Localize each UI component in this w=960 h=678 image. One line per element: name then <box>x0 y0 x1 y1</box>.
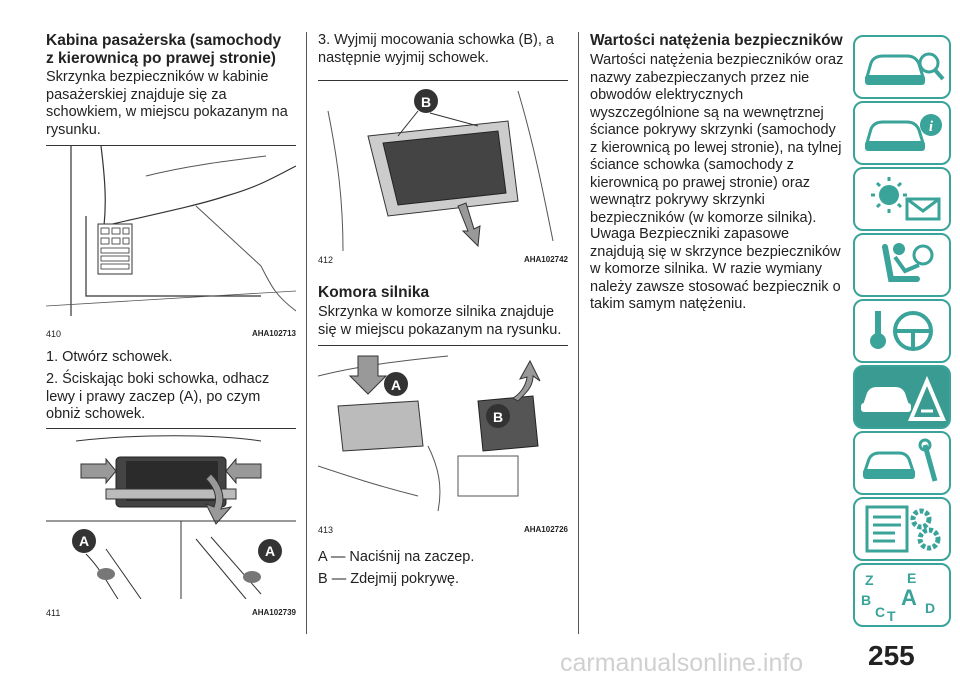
fuse-ratings-note: Uwaga Bezpieczniki zapasowe znajdują się… <box>590 226 841 312</box>
glovebox-removal-illustration: B <box>327 89 554 251</box>
car-breakdown-warning-icon <box>861 375 947 421</box>
index-letter: E <box>907 570 916 586</box>
page-number: 255 <box>868 640 915 671</box>
index-letter: D <box>925 600 935 616</box>
engine-bay-heading: Komora silnika <box>318 284 430 301</box>
step-1: 1. Otwórz schowek. <box>46 349 173 365</box>
figure-code: AHA102726 <box>523 525 568 534</box>
callout-a: A <box>265 543 275 559</box>
tab-starting-driving[interactable] <box>853 299 951 363</box>
column-divider <box>306 32 307 634</box>
car-info-icon: i <box>865 114 942 151</box>
engine-fuse-box-illustration: A B <box>318 355 541 512</box>
figure-number: 412 <box>318 255 334 265</box>
index-letter: Z <box>865 572 874 588</box>
index-letter: C <box>875 604 885 620</box>
figure-number: 411 <box>46 608 61 618</box>
index-letter: A <box>901 585 917 610</box>
callout-b: B <box>421 94 431 110</box>
specifications-gears-icon <box>865 505 941 553</box>
warning-light-message-icon <box>871 177 941 221</box>
step-2: 2. Ściskając boki schowka, odhacz lewy i… <box>46 371 270 422</box>
alphabetical-index-icon: Z E B A C T D <box>861 570 935 624</box>
tab-specifications[interactable] <box>853 497 951 561</box>
fuse-ratings-heading: Wartości natężenia bezpieczników <box>590 32 843 49</box>
figure-code: AHA102713 <box>251 329 296 338</box>
tab-index[interactable]: Z E B A C T D <box>853 563 951 627</box>
column-divider <box>578 32 579 634</box>
car-service-tools-icon <box>862 438 938 482</box>
glovebox-release-illustration: A A <box>46 435 296 599</box>
legend-b: B — Zdejmij pokrywę. <box>318 571 460 587</box>
key-steering-wheel-icon <box>870 311 933 351</box>
figure-413: A B 413 AHA102726 <box>318 345 568 535</box>
figure-411: A A 411 AHA102739 <box>46 428 296 618</box>
tab-warning-lights[interactable] <box>853 167 951 231</box>
cabin-intro: Skrzynka bezpieczników w kabinie pasażer… <box>46 69 288 138</box>
figure-code: AHA102739 <box>251 608 296 617</box>
figure-code: AHA102742 <box>523 255 568 264</box>
tab-emergency[interactable] <box>853 365 951 429</box>
tab-car-search[interactable] <box>853 35 951 99</box>
car-search-icon <box>865 52 945 85</box>
tab-safety[interactable] <box>853 233 951 297</box>
legend-a: A — Naciśnij na zaczep. <box>318 549 475 565</box>
watermark: carmanualsonline.info <box>560 649 804 677</box>
figure-410: 410 AHA102713 <box>46 145 296 339</box>
seat-airbag-icon <box>882 243 934 282</box>
fuse-ratings-para-1: Wartości natężenia bezpieczników oraz na… <box>590 52 844 226</box>
tab-car-info[interactable]: i <box>853 101 951 165</box>
callout-a: A <box>391 377 401 393</box>
svg-text:i: i <box>929 119 934 135</box>
figure-number: 410 <box>46 329 62 339</box>
figure-412: B 412 AHA102742 <box>318 80 568 265</box>
tab-service[interactable] <box>853 431 951 495</box>
fuse-box-cabin-illustration <box>46 146 296 316</box>
engine-bay-intro: Skrzynka w komorze silnika znajduje się … <box>318 304 562 338</box>
cabin-heading: Kabina pasażerska (samochody z kierownic… <box>46 32 282 67</box>
step-3: 3. Wyjmij mocowania schowka (B), a nastę… <box>318 32 554 66</box>
figure-number: 413 <box>318 525 334 535</box>
index-letter: B <box>861 592 871 608</box>
index-letter: T <box>887 608 896 624</box>
callout-b: B <box>493 409 503 425</box>
callout-a: A <box>79 533 89 549</box>
